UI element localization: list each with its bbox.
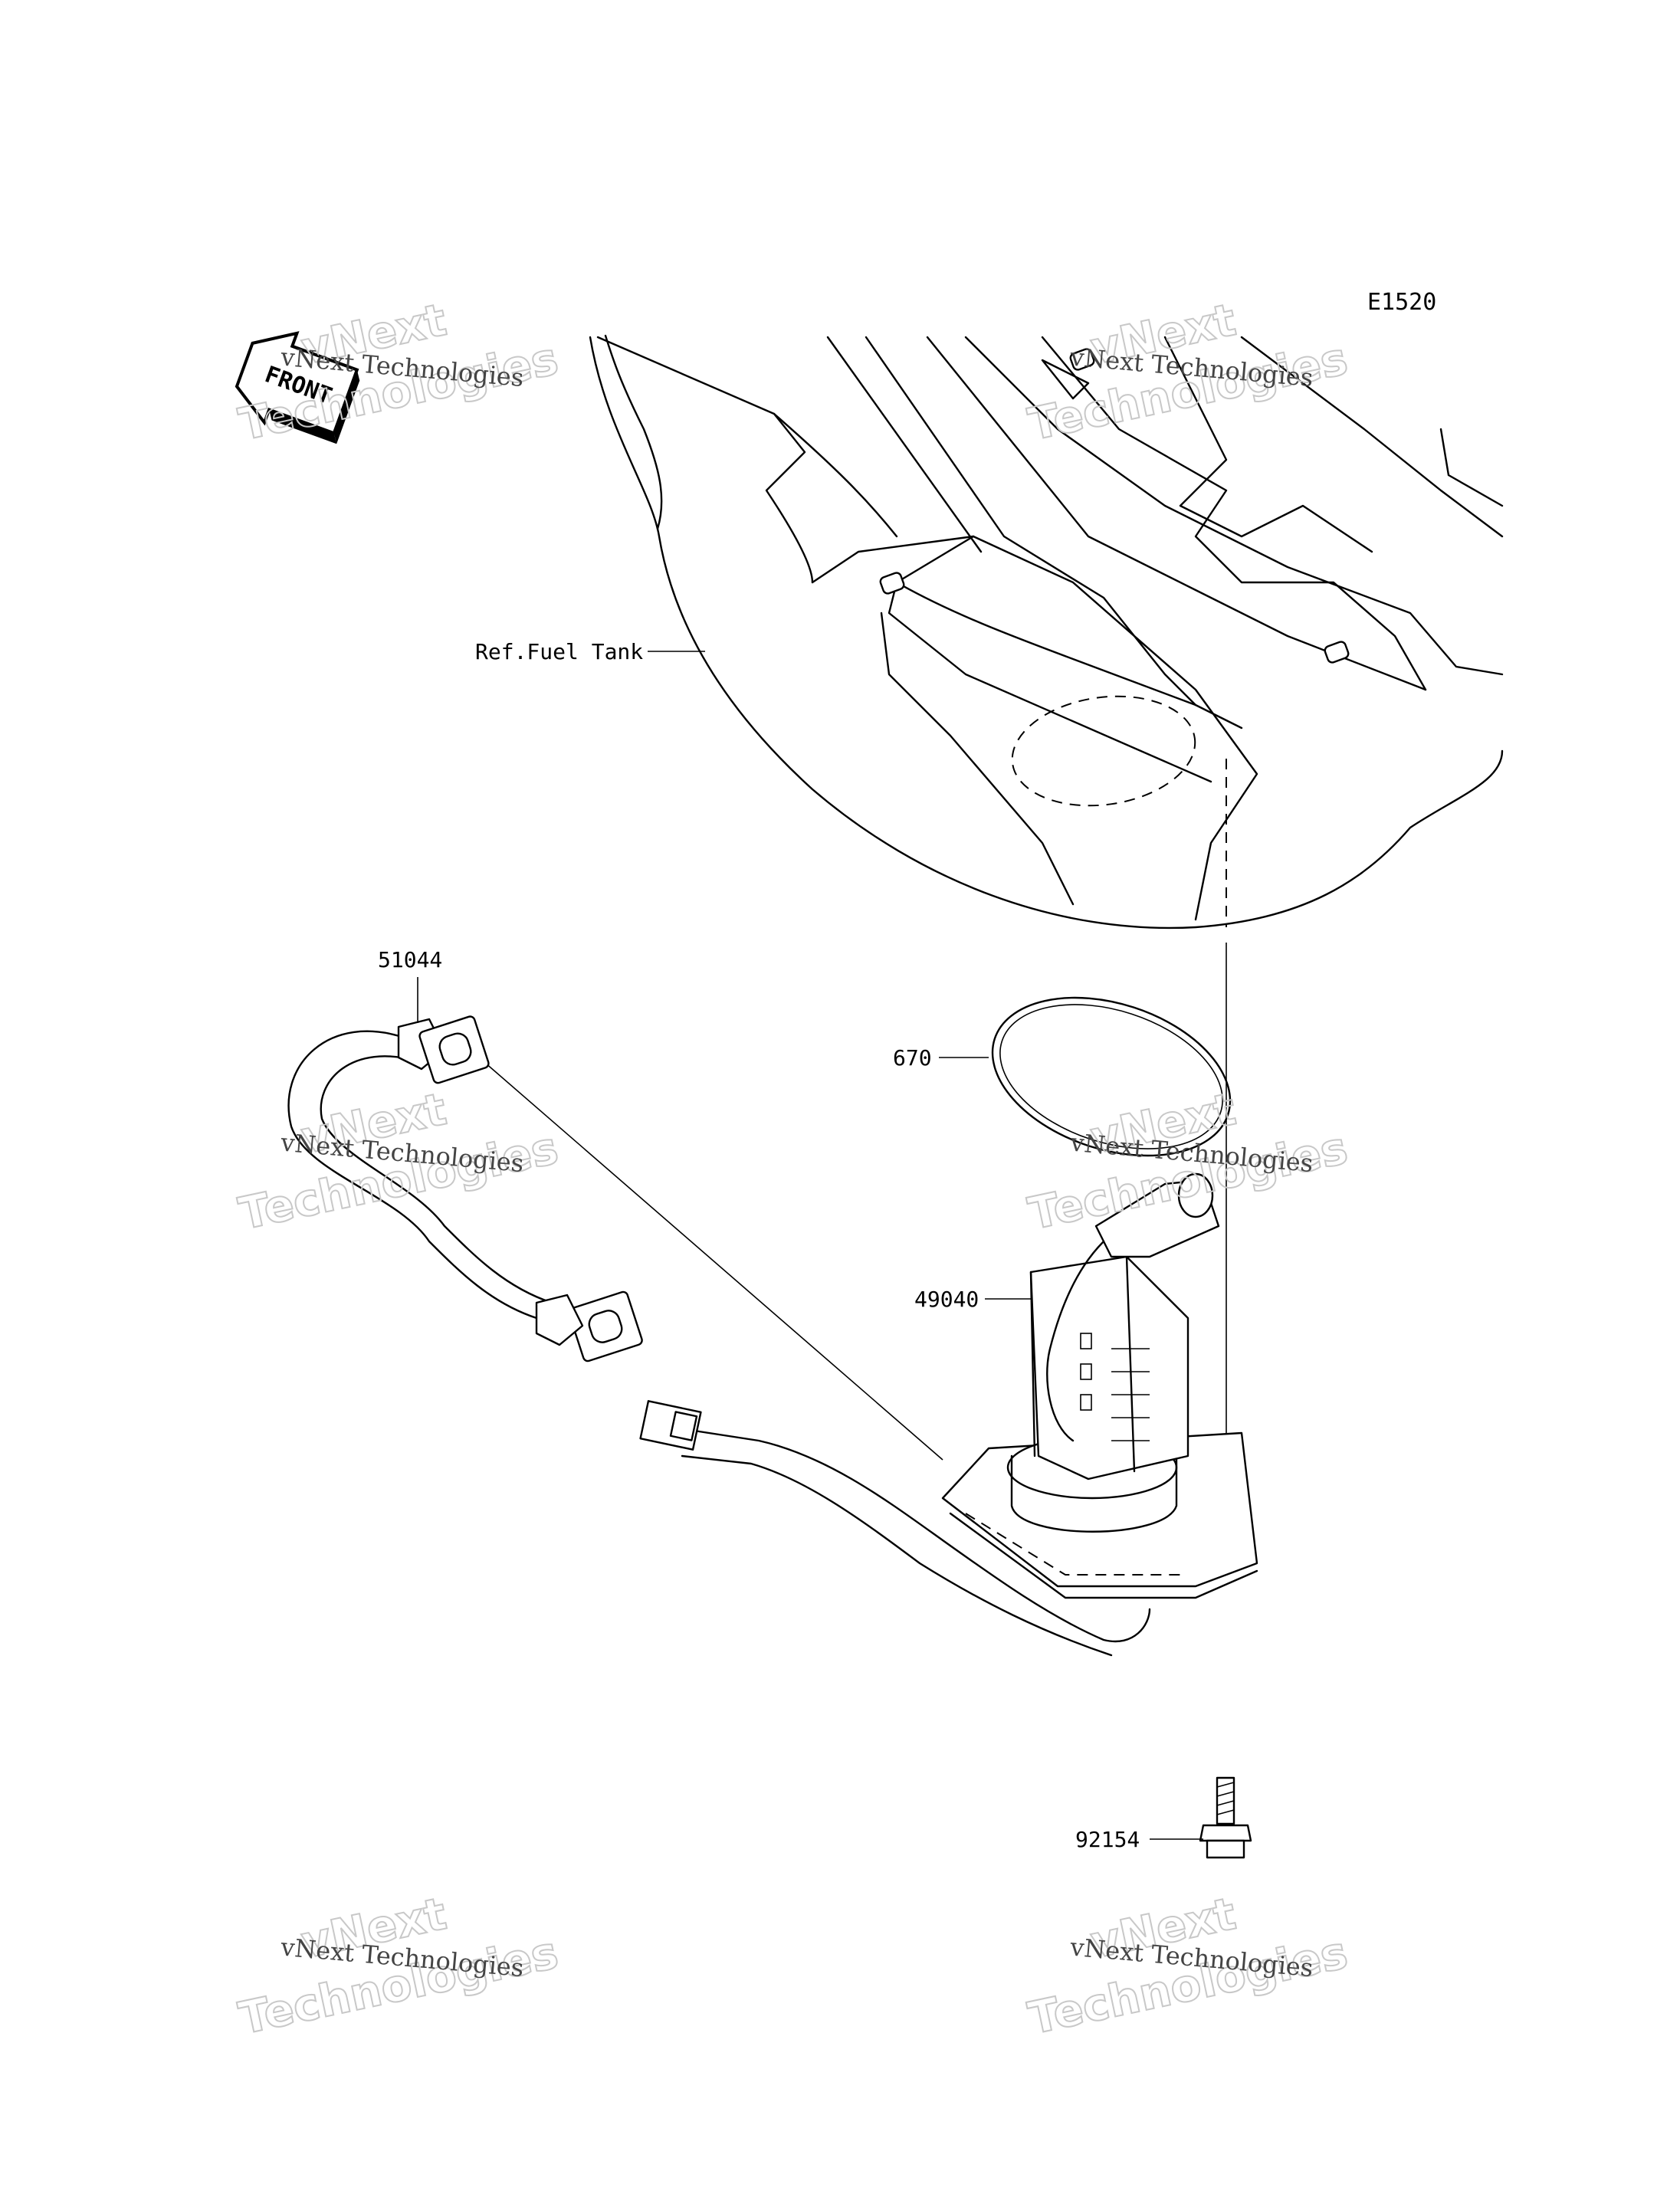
callout-bolt: 92154 <box>1075 1827 1140 1852</box>
fuel-tank-drawing <box>589 334 1504 930</box>
bolt <box>1199 1776 1252 1859</box>
gasket-ring <box>991 996 1232 1157</box>
callout-hose: 51044 <box>378 947 442 972</box>
front-direction-arrow-icon: FRONT <box>235 331 360 444</box>
callout-gasket: 670 <box>893 1045 932 1071</box>
callout-pump: 49040 <box>914 1287 979 1312</box>
fuel-hose <box>287 1015 643 1362</box>
diagram-code: E1520 <box>1367 289 1436 316</box>
fuel-pump-assembly <box>639 1172 1258 1657</box>
callout-fuel-tank: Ref.Fuel Tank <box>475 639 643 664</box>
